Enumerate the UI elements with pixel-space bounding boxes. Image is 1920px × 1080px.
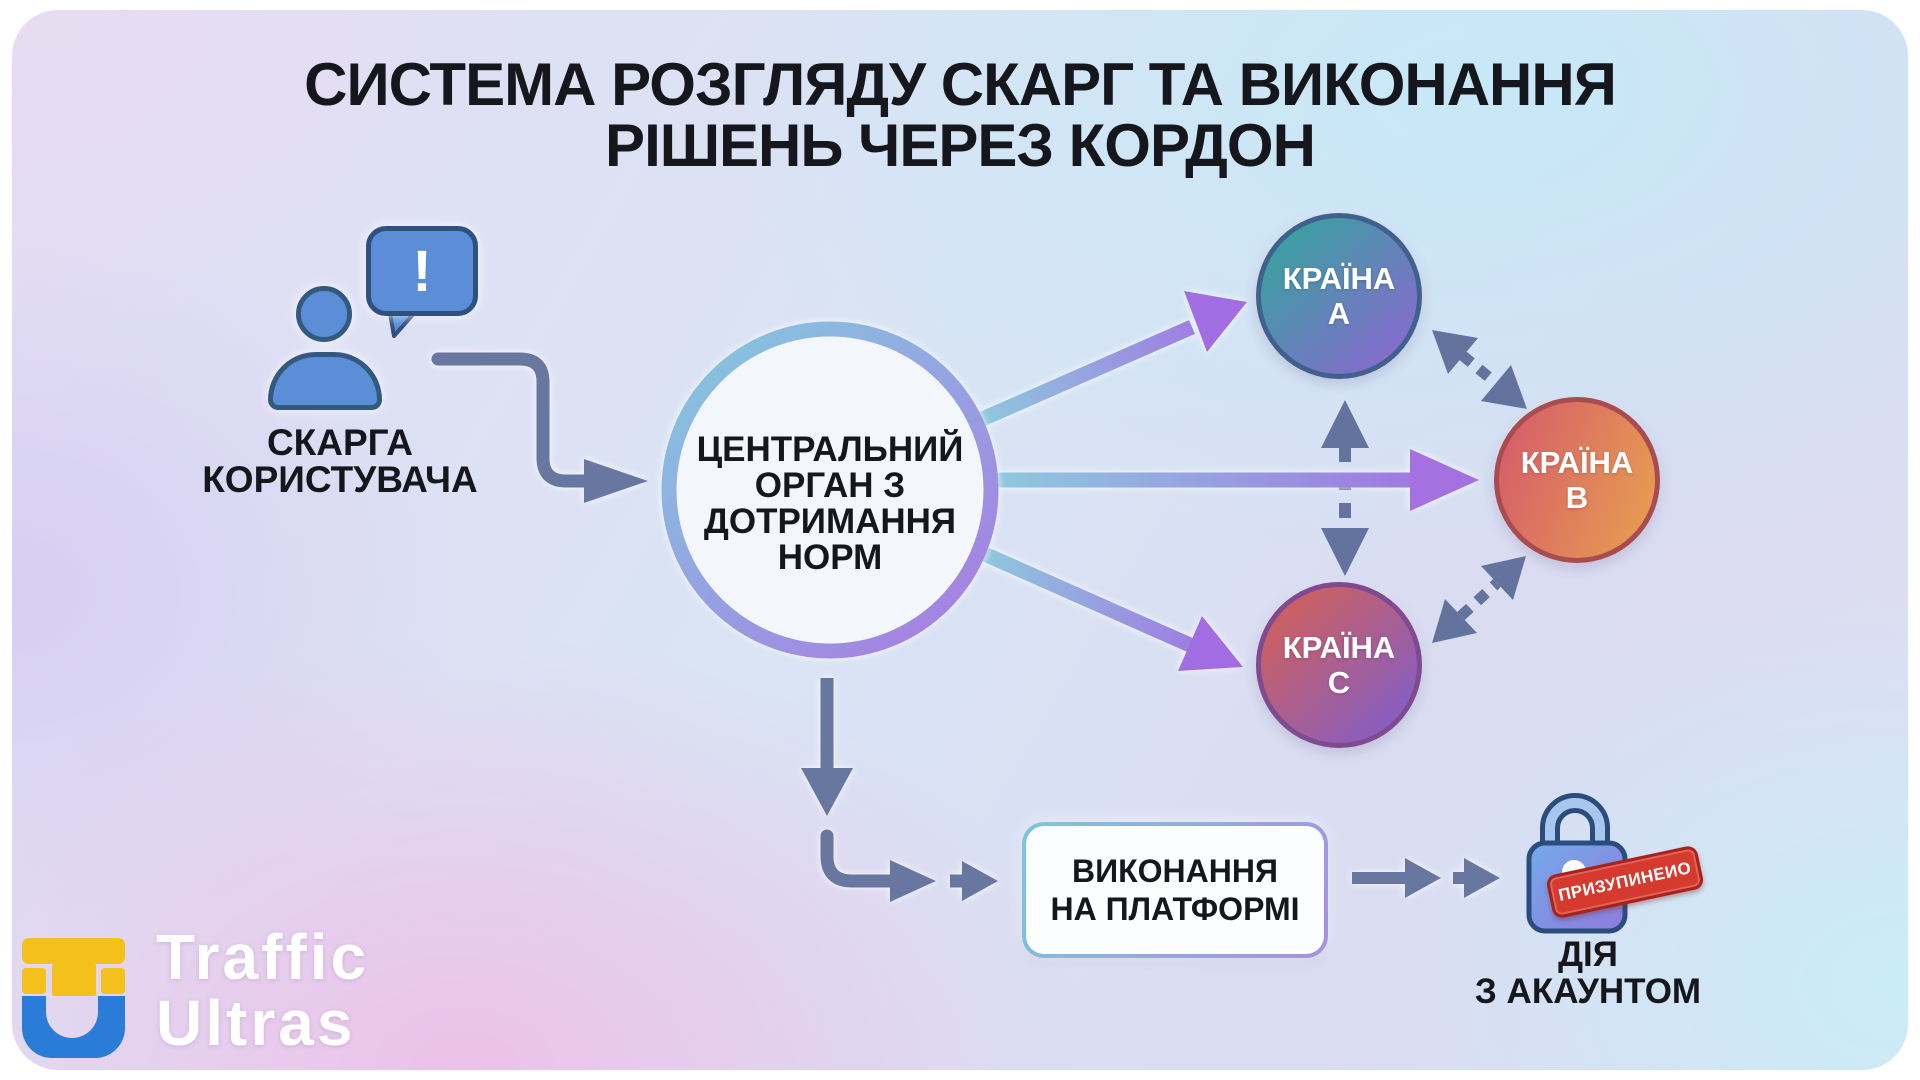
speech-bubble-icon: ! — [366, 226, 478, 316]
platform-box-line1: ВИКОНАННЯ — [1072, 853, 1278, 889]
logo-t-yellow — [22, 938, 125, 996]
lock-shackle — [1540, 793, 1610, 856]
arrow-user-to-central — [431, 352, 648, 503]
account-action-line2: З АКАУНТОМ — [1474, 972, 1702, 1011]
user-icon — [296, 286, 352, 342]
brand-line2: Ultras — [156, 987, 356, 1059]
arrow-central-to-country-c — [976, 545, 1243, 671]
central-authority-circle — [661, 321, 999, 659]
brand-line1: Traffic — [156, 921, 370, 993]
dashed-arrow-c-b — [1432, 556, 1526, 643]
complaint-label-line2: КОРИСТУВАЧА — [202, 459, 478, 500]
country-a-name: КРАЇНА — [1282, 261, 1396, 296]
page-title: СИСТЕМА РОЗГЛЯДУ СКАРГ ТА ВИКОНАННЯ РІШЕ… — [0, 54, 1920, 176]
central-authority-label: ЦЕНТРАЛЬНИЙ ОРГАН З ДОТРИМАННЯ НОРМ — [688, 432, 972, 576]
country-b-name: КРАЇНА — [1520, 445, 1634, 480]
brand-wordmark: Traffic Ultras — [156, 924, 369, 1056]
country-circle-b: КРАЇНА В — [1494, 397, 1660, 563]
account-action-label: ДІЯ З АКАУНТОМ — [1437, 936, 1739, 1010]
page-title-line1: СИСТЕМА РОЗГЛЯДУ СКАРГ ТА ВИКОНАННЯ — [304, 51, 1617, 118]
logo-u-blue — [22, 996, 125, 1058]
complaint-label-line1: СКАРГА — [266, 422, 414, 463]
page-title-line2: РІШЕНЬ ЧЕРЕЗ КОРДОН — [605, 112, 1316, 179]
account-action-line1: ДІЯ — [1558, 935, 1618, 974]
country-circle-c: КРАЇНА С — [1256, 582, 1422, 748]
country-c-name: КРАЇНА — [1282, 630, 1396, 665]
platform-enforcement-box: ВИКОНАННЯ НА ПЛАТФОРМІ — [1022, 822, 1328, 958]
country-circle-a: КРАЇНА А — [1256, 213, 1422, 379]
arrow-central-to-country-b — [995, 449, 1479, 511]
arrow-box-to-lock — [1352, 858, 1500, 898]
country-b-letter: В — [1565, 480, 1589, 515]
exclamation-mark: ! — [412, 238, 432, 304]
central-authority-line1: ЦЕНТРАЛЬНИЙ — [696, 430, 964, 469]
country-c-letter: С — [1327, 665, 1351, 700]
country-a-letter: А — [1327, 296, 1351, 331]
arrow-central-to-country-a — [976, 291, 1247, 427]
platform-box-line2: НА ПЛАТФОРМІ — [1050, 891, 1300, 927]
dashed-arrow-a-b — [1432, 330, 1527, 409]
complaint-label: СКАРГА КОРИСТУВАЧА — [158, 424, 522, 498]
arrow-elbow-to-box — [820, 829, 998, 902]
central-authority-line4: НОРМ — [777, 538, 883, 577]
central-authority-line2: ОРГАН З — [754, 466, 906, 505]
dashed-arrow-a-c — [1321, 400, 1369, 576]
central-authority-line3: ДОТРИМАННЯ — [703, 502, 957, 541]
arrow-central-down — [801, 678, 853, 816]
brand-logo-icon — [22, 938, 125, 1058]
